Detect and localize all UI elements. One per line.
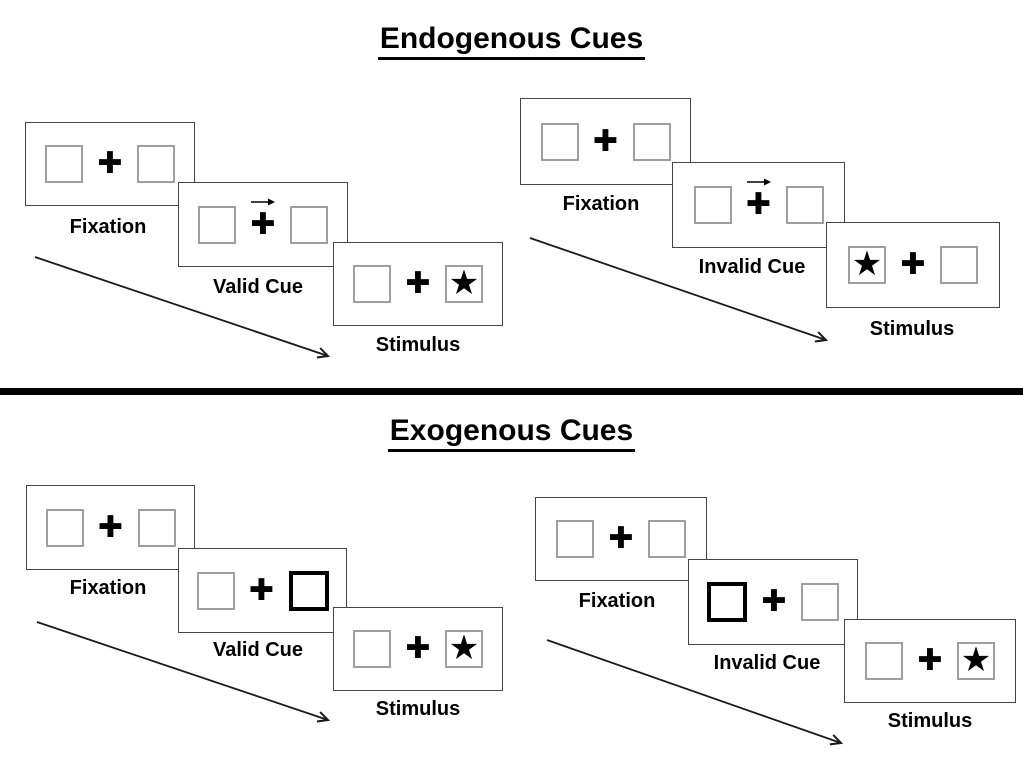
left-placeholder-box	[865, 642, 903, 680]
exogenous-invalid-fixation-screen: ✚	[535, 497, 707, 581]
fixation-cross-icon: ✚	[97, 509, 124, 545]
star-stimulus-icon: ★	[448, 628, 480, 668]
fixation-cross-icon: ✚	[761, 584, 787, 619]
star-stimulus-icon: ★	[448, 263, 480, 303]
right-placeholder-box	[632, 122, 671, 161]
left-placeholder-box	[353, 265, 391, 303]
endogenous-invalid-fixation-screen: ✚	[520, 98, 691, 185]
timeline-arrow-endogenous-invalid	[529, 237, 829, 343]
panel-label: Fixation	[562, 193, 640, 215]
left-placeholder-box	[198, 205, 236, 244]
right-placeholder-box	[801, 583, 839, 621]
cue-arrow-right-icon	[251, 198, 275, 205]
timeline-arrow-endogenous-valid	[34, 256, 331, 359]
star-stimulus-icon: ★	[960, 640, 992, 680]
endogenous-invalid-cue-screen: ✚	[672, 162, 845, 248]
panel-label: Stimulus	[375, 698, 461, 720]
endogenous-invalid-stimulus-screen: ★ ✚	[826, 222, 1000, 308]
cue-arrow-right-icon	[746, 178, 771, 186]
exogenous-valid-fixation-screen: ✚	[26, 485, 195, 570]
fixation-cross-icon: ✚	[405, 266, 431, 301]
endogenous-valid-stimulus-screen: ✚ ★	[333, 242, 503, 326]
fixation-cross-icon: ✚	[917, 643, 943, 678]
exogenous-valid-cue-screen: ✚	[178, 548, 347, 633]
left-placeholder-box	[353, 630, 391, 668]
panel-label: Stimulus	[869, 318, 955, 340]
fixation-cross-icon: ✚	[250, 206, 276, 242]
right-target-box: ★	[445, 265, 483, 303]
timeline-arrow-exogenous-valid	[36, 621, 331, 723]
left-placeholder-box	[693, 186, 732, 224]
panel-label: Fixation	[578, 590, 656, 612]
left-placeholder-box	[45, 145, 83, 183]
panel-label: Invalid Cue	[698, 256, 806, 278]
fixation-cross-icon: ✚	[900, 247, 926, 282]
fixation-cross-icon: ✚	[405, 631, 431, 666]
fixation-cross-icon: ✚	[745, 187, 772, 222]
endogenous-valid-cue-screen: ✚	[178, 182, 348, 267]
panel-label: Valid Cue	[212, 276, 304, 298]
exogenous-invalid-cue-screen: ✚	[688, 559, 858, 645]
left-thick-cue-box	[707, 582, 747, 622]
section-title-endogenous: Endogenous Cues	[0, 22, 1023, 60]
right-thick-cue-box	[288, 570, 329, 611]
right-placeholder-box	[137, 508, 176, 547]
right-placeholder-box	[940, 246, 978, 284]
fixation-cross-icon: ✚	[97, 146, 123, 181]
exogenous-valid-stimulus-screen: ✚ ★	[333, 607, 503, 691]
right-placeholder-box	[290, 205, 328, 244]
right-placeholder-box	[137, 145, 175, 183]
endogenous-valid-fixation-screen: ✚	[25, 122, 195, 206]
panel-label: Stimulus	[375, 334, 461, 356]
section-title-text: Endogenous Cues	[377, 22, 646, 60]
right-target-box: ★	[957, 642, 995, 680]
right-target-box: ★	[445, 630, 483, 668]
fixation-cross-icon: ✚	[592, 123, 619, 159]
left-placeholder-box	[540, 122, 579, 161]
left-target-box: ★	[848, 246, 886, 284]
left-placeholder-box	[45, 508, 84, 547]
section-title-exogenous: Exogenous Cues	[0, 414, 1023, 452]
fixation-cross-icon: ✚	[248, 572, 275, 608]
right-placeholder-box	[648, 520, 686, 558]
panel-label: Fixation	[69, 216, 147, 238]
exogenous-invalid-stimulus-screen: ✚ ★	[844, 619, 1016, 703]
panel-label: Stimulus	[887, 710, 973, 732]
left-placeholder-box	[196, 571, 235, 610]
star-stimulus-icon: ★	[851, 244, 883, 284]
panel-label: Invalid Cue	[713, 652, 821, 674]
section-divider	[0, 388, 1023, 395]
panel-label: Valid Cue	[212, 639, 304, 661]
panel-label: Fixation	[69, 577, 147, 599]
fixation-cross-icon: ✚	[608, 521, 634, 556]
left-placeholder-box	[556, 520, 594, 558]
right-placeholder-box	[785, 186, 824, 224]
section-title-text: Exogenous Cues	[387, 414, 636, 452]
